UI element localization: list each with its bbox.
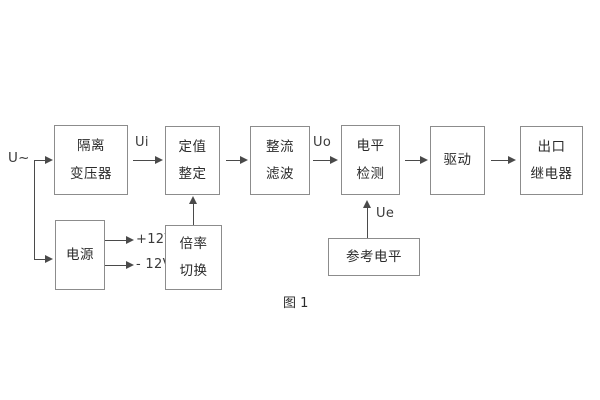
figure-caption: 图 1 <box>283 296 309 311</box>
block-output-relay-line2: 继电器 <box>530 166 573 182</box>
transformer-to-setting-line <box>133 160 157 161</box>
block-driver-line1: 驱动 <box>443 152 472 169</box>
arrow-driver-to-relay-icon <box>508 155 516 164</box>
block-setting-value-line2: 整定 <box>178 166 207 182</box>
block-driver[interactable]: 驱动 <box>430 126 485 195</box>
block-multiplier-switch-line1: 倍率 <box>179 235 208 252</box>
input-to-power-line <box>34 259 46 260</box>
level-to-driver-line <box>405 160 422 161</box>
block-reference-level-line1: 参考电平 <box>346 248 402 265</box>
block-rectify-filter-line2: 滤波 <box>266 166 294 182</box>
arrow-transformer-to-setting-icon <box>155 155 163 164</box>
block-multiplier-switch[interactable]: 倍率 切换 <box>165 225 222 290</box>
arrow-rail-positive-icon <box>126 235 134 244</box>
arrow-reference-to-level-icon <box>362 200 371 208</box>
block-isolation-transformer-line2: 变压器 <box>70 165 112 182</box>
input-voltage-label: U~ <box>8 150 30 166</box>
block-multiplier-switch-line2: 切换 <box>179 263 208 279</box>
block-isolation-transformer-line1: 隔离 <box>77 138 105 155</box>
multiplier-to-setting-line <box>193 203 194 225</box>
block-setting-value-line1: 定值 <box>178 138 207 155</box>
driver-to-relay-line <box>491 160 509 161</box>
arrow-multiplier-to-setting-icon <box>188 196 197 204</box>
reference-to-level-line <box>367 207 368 238</box>
rail-positive-label: +12V <box>136 232 174 247</box>
block-power-supply-line1: 电源 <box>66 246 94 263</box>
rectify-to-level-line <box>313 160 332 161</box>
signal-uo-label: Uo <box>313 135 332 150</box>
arrow-input-to-power-icon <box>45 254 53 263</box>
signal-ue-label: Ue <box>376 206 395 221</box>
block-level-detect-line2: 检测 <box>356 165 385 182</box>
block-setting-value[interactable]: 定值 整定 <box>165 126 220 195</box>
block-level-detect-line1: 电平 <box>356 138 385 155</box>
arrow-level-to-driver-icon <box>420 155 428 164</box>
block-level-detect[interactable]: 电平 检测 <box>341 125 400 195</box>
block-output-relay[interactable]: 出口 继电器 <box>520 126 583 195</box>
rail-negative-label: - 12V <box>136 257 172 272</box>
block-reference-level[interactable]: 参考电平 <box>328 238 420 276</box>
input-to-transformer-line <box>34 160 46 161</box>
block-rectify-filter[interactable]: 整流 滤波 <box>250 126 310 195</box>
block-power-supply[interactable]: 电源 <box>55 220 105 290</box>
input-branch-vertical-line <box>34 160 35 259</box>
signal-ui-label: Ui <box>135 135 149 150</box>
block-rectify-filter-line1: 整流 <box>266 138 294 155</box>
arrow-rail-negative-icon <box>126 260 134 269</box>
arrow-input-to-transformer-icon <box>45 155 53 164</box>
rail-positive-line <box>105 240 127 241</box>
block-output-relay-line1: 出口 <box>537 138 566 155</box>
arrow-rectify-to-level-icon <box>330 155 338 164</box>
arrow-setting-to-rectify-icon <box>240 155 248 164</box>
block-isolation-transformer[interactable]: 隔离 变压器 <box>54 125 128 195</box>
setting-to-rectify-line <box>226 160 242 161</box>
rail-negative-line <box>105 265 127 266</box>
